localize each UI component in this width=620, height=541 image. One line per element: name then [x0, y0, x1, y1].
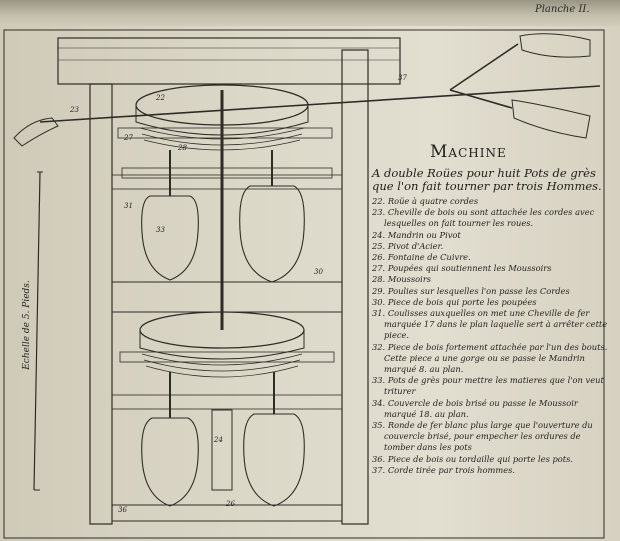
legend-item: 22. Roüe à quatre cordes	[372, 196, 479, 206]
callout-frame: 31	[124, 202, 133, 210]
legend-item: 31. Coulisses auxquelles on met une Chev…	[372, 308, 608, 341]
legend-item: 23. Cheville de bois ou sont attachée le…	[372, 207, 595, 229]
upper-right-pot	[239, 185, 305, 283]
lower-left-pot	[141, 417, 199, 507]
callout-pivot: 24	[213, 436, 223, 444]
upper-right-hand	[519, 33, 591, 58]
scale-label: Echelle de 5. Pieds.	[21, 280, 32, 370]
plate-border	[3, 29, 605, 539]
scale-bar	[33, 171, 41, 491]
legend-item: 32. Piece de bois fortement attachée par…	[372, 341, 608, 375]
right-post	[341, 49, 369, 525]
callout-spindle: 28	[177, 144, 187, 152]
plate-number: Planche II.	[535, 4, 590, 15]
callout-rope: 37	[398, 74, 407, 82]
legend-item: 30. Piece de bois qui porte les poupées	[372, 296, 537, 307]
legend-item: 25. Pivot d'Acier.	[372, 240, 444, 251]
rope	[39, 85, 601, 123]
bottom-base	[111, 504, 343, 522]
legend-item: 36. Piece de bois ou tordaille qui porte…	[372, 453, 574, 464]
legend-item: 28. Moussoirs	[372, 274, 432, 285]
legend-item: 33. Pots de grès pour mettre les matiere…	[372, 375, 604, 397]
callout-beam: 30	[314, 268, 323, 276]
lower-right-pot	[243, 413, 305, 507]
left-post	[89, 83, 113, 525]
left-hand	[13, 117, 59, 147]
middle-beam	[111, 281, 343, 313]
lower-right-hand	[511, 99, 591, 139]
callout-base: 36	[118, 506, 127, 514]
callout-peg: 23	[69, 106, 79, 114]
central-pivot	[211, 409, 233, 491]
legend-item: 35. Ronde de fer blanc plus large que l'…	[372, 420, 593, 453]
callout-pot: 33	[156, 226, 165, 234]
page-fold-shadow	[0, 0, 620, 26]
upper-left-pot	[141, 195, 199, 281]
machine-subtitle: A double Roües pour huit Pots de grès qu…	[372, 166, 602, 193]
callout-top-wheel: 22	[155, 94, 165, 102]
callout-bar: 27	[123, 134, 133, 142]
legend-item: 37. Corde tirée par trois hommes.	[372, 464, 515, 475]
legend-list: 22. Roüe à quatre cordes 23. Cheville de…	[372, 196, 608, 476]
legend-item: 29. Poulies sur lesquelles l'on passe le…	[372, 285, 570, 296]
legend-item: 24. Mandrin ou Pivot	[372, 229, 461, 240]
machine-title: Machine	[430, 142, 507, 162]
legend-item: 27. Poupées qui soutiennent les Moussoir…	[372, 263, 552, 274]
legend-item: 26. Fontaine de Cuivre.	[372, 252, 471, 263]
top-beam	[57, 37, 401, 85]
legend-item: 34. Couvercle de bois brisé ou passe le …	[372, 397, 578, 419]
callout-fountain: 26	[225, 500, 235, 508]
